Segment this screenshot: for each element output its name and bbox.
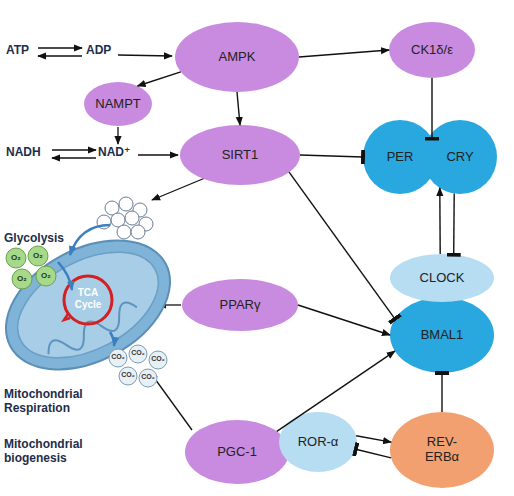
text-label: O₂ — [12, 274, 32, 283]
kinase-node: CK1δ/ε — [389, 22, 475, 78]
inhibition-connector — [441, 373, 442, 412]
inhibition-connector — [300, 155, 363, 157]
inhibition-connector — [431, 78, 432, 139]
node-label: REV-ERBα — [414, 435, 470, 465]
deacetylase-node: SIRT1 — [180, 125, 300, 185]
activation-arrow — [138, 72, 181, 86]
node-label: AMPK — [219, 50, 256, 65]
inhibition-connector — [453, 194, 455, 255]
mitochondrion — [0, 214, 192, 396]
enzyme-node: NAMPT — [84, 82, 152, 126]
inhibition-connector — [289, 172, 395, 319]
activation-arrow — [237, 92, 240, 125]
gas-bubbles — [6, 246, 167, 387]
node-label: PER — [387, 150, 414, 165]
text-label: Glycolysis — [4, 232, 94, 246]
activation-arrow — [298, 305, 390, 335]
node-label: PPARγ — [220, 298, 261, 313]
text-label: CO₂ — [128, 349, 148, 357]
clock-protein: BMAL1 — [390, 297, 494, 373]
activation-arrow — [299, 50, 389, 57]
text-label: Mitochondrial Respiration — [4, 388, 114, 416]
node-label: NAMPT — [95, 97, 141, 112]
clock-protein: CRY — [423, 120, 497, 194]
inhibition-connector — [356, 449, 391, 458]
text-label: ATP — [6, 44, 40, 58]
text-label: NADH — [6, 146, 50, 160]
receptor-node: REV-ERBα — [390, 412, 494, 488]
text-label: Mitochondrial biogenesis — [4, 438, 114, 466]
glucose-cluster — [97, 197, 153, 239]
receptor-node: PPARγ — [182, 279, 298, 331]
text-label: CO₂ — [148, 355, 168, 363]
text-label: CO₂ — [118, 371, 138, 379]
flow-arrows — [58, 225, 114, 346]
activation-arrow — [356, 436, 391, 442]
receptor-node: ROR-α — [279, 412, 357, 472]
activation-arrow — [439, 188, 441, 254]
node-label: PGC-1 — [217, 445, 257, 460]
text-label: O₂ — [6, 253, 26, 262]
text-label: TCA Cycle — [68, 287, 108, 310]
text-label: ADP — [86, 44, 120, 58]
kinase-node: AMPK — [175, 22, 299, 92]
text-label: NAD⁺ — [98, 146, 138, 160]
text-label: O₂ — [28, 251, 48, 260]
text-label: O₂ — [36, 271, 56, 280]
node-label: CRY — [446, 150, 473, 165]
text-label: CO₂ — [138, 373, 158, 381]
node-label: BMAL1 — [421, 328, 464, 343]
coactivator-node: PGC-1 — [185, 420, 289, 484]
text-label: CO₂ — [108, 353, 128, 361]
node-label: SIRT1 — [222, 148, 259, 163]
node-label: ROR-α — [298, 435, 339, 450]
node-label: CK1δ/ε — [411, 43, 453, 58]
node-label: CLOCK — [420, 271, 465, 286]
clock-protein: CLOCK — [390, 254, 494, 302]
